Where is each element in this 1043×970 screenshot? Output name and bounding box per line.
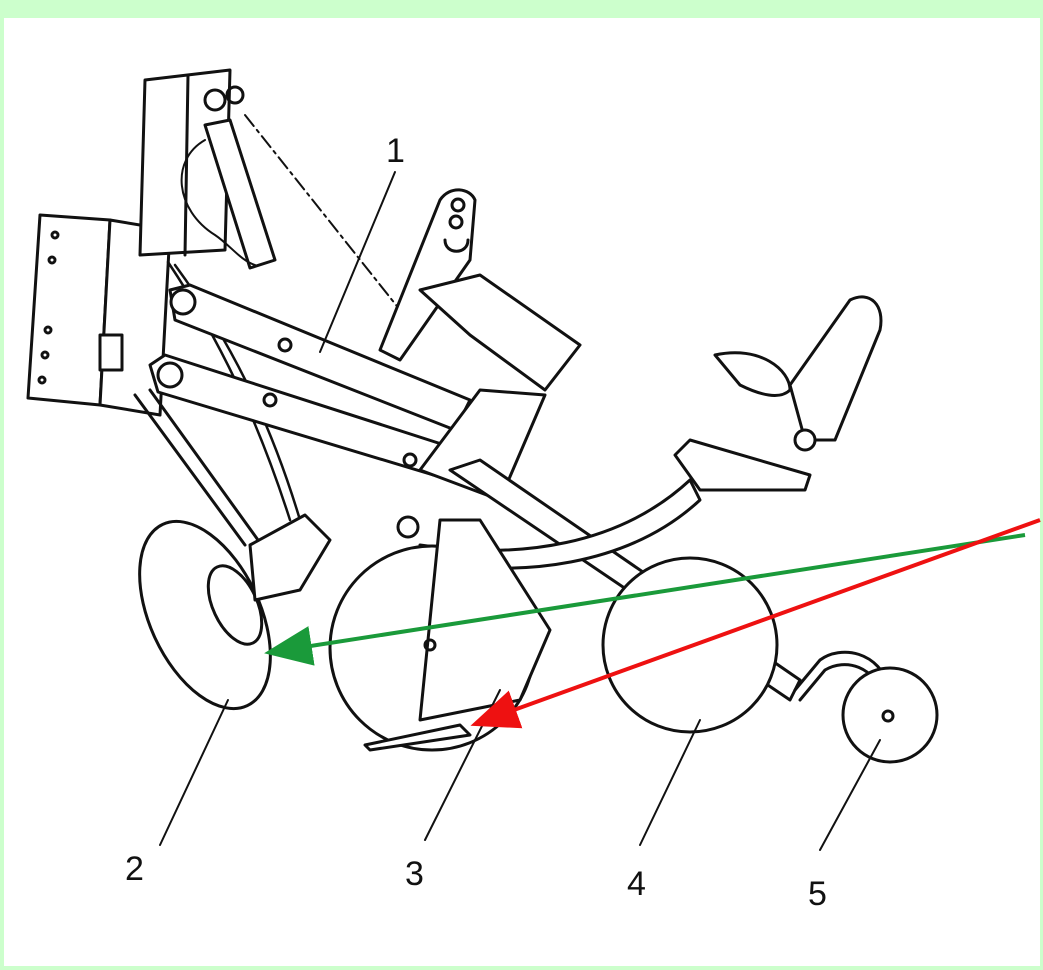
callout-2: 2: [125, 850, 144, 888]
green-arrow: [264, 533, 1026, 666]
vertical-plate: [378, 188, 477, 362]
callout-4: 4: [627, 865, 646, 903]
mounting-frame: [26, 68, 232, 417]
callout-1: 1: [386, 132, 405, 170]
red-arrow: [470, 518, 1041, 729]
callout-5: 5: [808, 875, 827, 913]
disc-coulter: [133, 388, 332, 711]
tail-wheel: [793, 650, 939, 764]
callout-3: 3: [405, 855, 424, 893]
